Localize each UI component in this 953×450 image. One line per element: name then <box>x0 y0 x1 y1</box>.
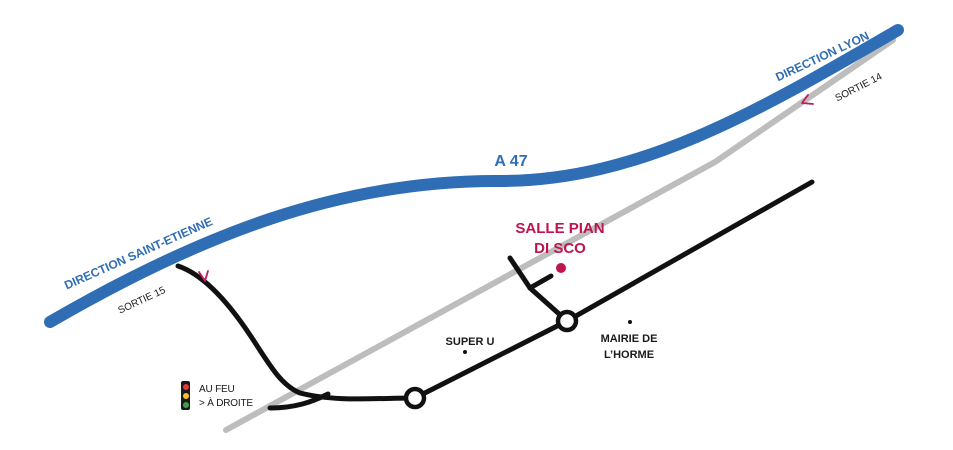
amber-lamp <box>182 392 189 399</box>
venue-marker <box>556 263 566 273</box>
grey-road <box>223 37 896 433</box>
motorway-a47 <box>44 24 904 328</box>
red-lamp <box>182 383 189 390</box>
super-u-label: SUPER U <box>446 336 495 348</box>
mairie-label-line2: L’HORME <box>604 349 654 361</box>
roundabout-west <box>403 386 427 410</box>
venue-name-line2: DI SCO <box>534 240 586 257</box>
instruction-line1: AU FEU <box>199 384 235 395</box>
instruction-line2: > À DROITE <box>199 398 253 409</box>
venue-name-line1: SALLE PIAN <box>515 220 604 237</box>
exit-15-label: SORTIE 15 <box>117 285 168 317</box>
traffic-light-spur <box>267 391 331 411</box>
exit-15-ramp <box>175 263 418 402</box>
exit-15-marker <box>198 270 209 282</box>
mairie-label-line1: MAIRIE DE <box>601 333 658 345</box>
exit-14-marker <box>801 94 814 105</box>
green-lamp <box>182 401 189 408</box>
motorway-label: A 47 <box>494 153 527 170</box>
mairie-dot <box>628 320 632 324</box>
traffic-light-icon <box>181 381 190 410</box>
roundabout-east <box>555 309 579 333</box>
super-u-dot <box>463 350 467 354</box>
traffic-light-instruction: AU FEU > À DROITE <box>199 383 253 411</box>
venue-spur <box>527 273 554 291</box>
